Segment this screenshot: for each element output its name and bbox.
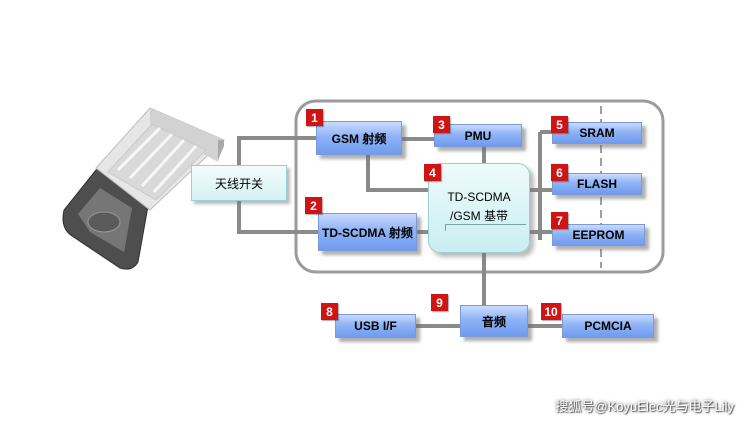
baseband-label-line1: TD-SCDMA: [447, 190, 511, 204]
badge-3: 3: [433, 116, 450, 133]
eeprom-block: EEPROM: [552, 224, 645, 246]
usb-interface-label: USB I/F: [354, 319, 397, 333]
badge-9: 9: [431, 294, 448, 311]
baseband-block: TD-SCDMA /GSM 基带: [428, 163, 530, 253]
badge-1: 1: [306, 109, 323, 126]
badge-2: 2: [305, 197, 322, 214]
pmu-block: PMU: [434, 124, 522, 147]
usb-interface-block: USB I/F: [335, 314, 416, 338]
pcmcia-block: PCMCIA: [562, 314, 654, 338]
pc-card-device-image: [62, 107, 225, 270]
antenna-switch-box: 天线开关: [191, 165, 287, 201]
badge-4: 4: [424, 164, 441, 181]
sram-block: SRAM: [552, 122, 642, 144]
pmu-label: PMU: [464, 128, 492, 143]
badge-7: 7: [551, 212, 568, 229]
badge-10: 10: [541, 303, 561, 320]
eeprom-label: EEPROM: [572, 228, 625, 242]
baseband-inner-outline: [445, 224, 526, 231]
audio-label: 音频: [481, 314, 506, 329]
audio-block: 音频: [460, 305, 528, 337]
gsm-rf-label: GSM 射频: [331, 131, 387, 146]
flash-label: FLASH: [577, 177, 617, 191]
td-scdma-rf-label: TD-SCDMA 射频: [322, 225, 413, 240]
baseband-label-line2: /GSM 基带: [449, 209, 508, 223]
connectors: [237, 130, 562, 328]
antenna-switch-label: 天线开关: [214, 176, 263, 191]
watermark-text: 搜狐号@KoyuElec光与电子Lily: [555, 399, 734, 414]
badge-5: 5: [551, 116, 568, 133]
badge-6: 6: [551, 164, 568, 181]
flash-block: FLASH: [552, 173, 642, 195]
sram-label: SRAM: [579, 126, 615, 140]
badge-8: 8: [321, 303, 338, 320]
pcmcia-label: PCMCIA: [584, 319, 632, 333]
td-scdma-rf-block: TD-SCDMA 射频: [318, 213, 417, 251]
gsm-rf-block: GSM 射频: [316, 121, 402, 155]
